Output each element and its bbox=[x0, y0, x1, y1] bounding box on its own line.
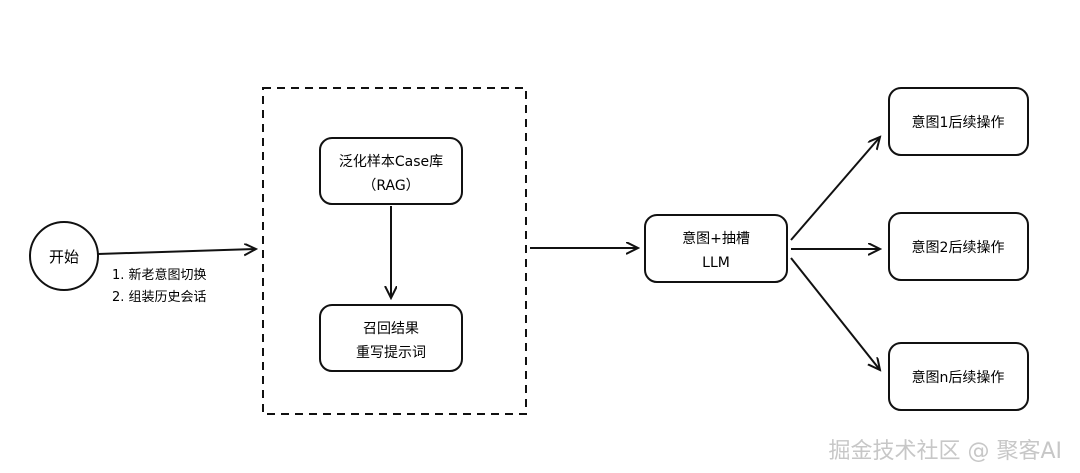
start-note-line1: 1. 新老意图切换 bbox=[112, 267, 207, 283]
start-note-line2: 2. 组装历史会话 bbox=[112, 290, 207, 305]
op2-node: 意图2后续操作 bbox=[888, 212, 1029, 281]
arrow-llm-to-op1 bbox=[790, 137, 880, 241]
op2-label: 意图2后续操作 bbox=[912, 239, 1005, 256]
arrow-llm-to-opn bbox=[790, 257, 880, 370]
start-node: 开始 bbox=[29, 221, 99, 291]
recall-rewrite-node: 召回结果 重写提示词 bbox=[319, 304, 463, 372]
llm-line2: LLM bbox=[702, 255, 730, 271]
case-library-node: 泛化样本Case库 （RAG） bbox=[319, 137, 463, 205]
arrow-start-to-group bbox=[97, 249, 256, 254]
case-library-line1: 泛化样本Case库 bbox=[339, 154, 443, 170]
opn-label: 意图n后续操作 bbox=[912, 369, 1005, 386]
recall-line1: 召回结果 bbox=[363, 321, 419, 337]
recall-line2: 重写提示词 bbox=[356, 345, 426, 361]
case-library-line2: （RAG） bbox=[362, 178, 419, 194]
llm-node: 意图+抽槽 LLM bbox=[644, 214, 788, 283]
opn-node: 意图n后续操作 bbox=[888, 342, 1029, 411]
op1-label: 意图1后续操作 bbox=[912, 114, 1005, 131]
llm-line1: 意图+抽槽 bbox=[682, 230, 750, 247]
start-label: 开始 bbox=[49, 248, 79, 266]
rag-group-dashed-box bbox=[262, 87, 527, 415]
watermark: 掘金技术社区 @ 聚客AI bbox=[828, 439, 1062, 464]
op1-node: 意图1后续操作 bbox=[888, 87, 1029, 156]
